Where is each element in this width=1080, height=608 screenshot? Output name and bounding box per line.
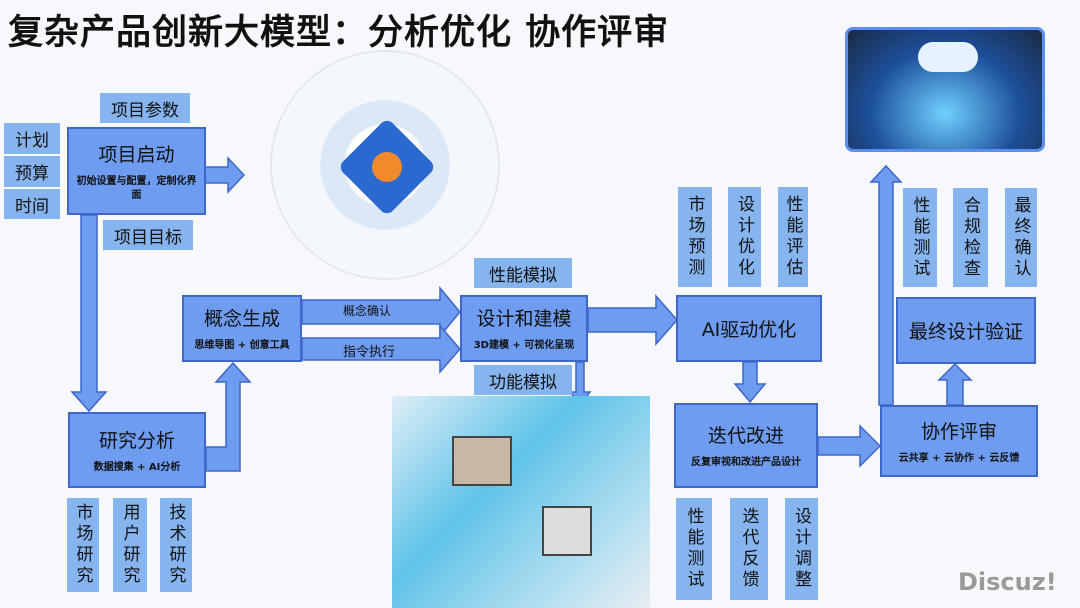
machine-icon [542,506,592,556]
label-performance-sim: 性能模拟 [474,258,572,288]
label-compliance-check: 合规检查 [953,188,988,287]
modeling-illustration-image [392,396,650,608]
node-title: 项目启动 [98,143,175,166]
cloud-icon [918,42,978,72]
arrow-start-to-research [70,214,108,413]
node-title: 最终设计验证 [908,321,1023,343]
label-concept-confirm: 概念确认 [343,304,392,318]
cloud-meeting-image [845,27,1045,152]
label-plan: 计划 [4,123,60,154]
node-research-analysis: 研究分析 数据搜集 + AI分析 [68,412,206,488]
arrow-review-to-top [869,164,903,406]
label-user-research: 用户研究 [113,498,147,592]
label-tech-research: 技术研究 [160,498,192,592]
label-market-research: 市场研究 [67,498,99,592]
label-project-goals: 项目目标 [103,220,193,250]
arrow-ai-to-iterate [733,361,767,404]
3d-model-icon [452,436,512,486]
node-title: 协作评审 [920,420,997,443]
arrow-research-to-concept [205,361,252,472]
node-design-modeling: 设计和建模 3D建模 + 可视化呈现 [460,295,588,362]
node-ai-optimization: AI驱动优化 [676,295,822,362]
node-title: AI驱动优化 [701,319,797,341]
label-performance-eval: 性能评估 [778,187,808,287]
arrow-review-to-final [937,362,973,406]
label-function-sim: 功能模拟 [474,365,572,395]
node-subtitle: 反复审视和改进产品设计 [691,457,801,468]
label-design-adjust: 设计调整 [785,498,818,600]
label-design-optimize: 设计优化 [728,187,761,287]
arrow-start-to-image [204,156,246,194]
node-title: 迭代改进 [707,425,784,447]
node-project-start: 项目启动 初始设置与配置，定制化界面 [67,127,206,215]
label-time: 时间 [4,189,60,219]
label-iteration-feedback: 迭代反馈 [730,498,768,600]
label-project-params: 项目参数 [100,93,190,123]
node-concept-generation: 概念生成 思维导图 + 创意工具 [182,295,302,362]
node-subtitle: 3D建模 + 可视化呈现 [473,340,575,351]
gear-icon [372,152,402,182]
node-collab-review: 协作评审 云共享 + 云协作 + 云反馈 [880,405,1038,477]
node-subtitle: 初始设置与配置，定制化界面 [76,175,197,201]
node-final-validation: 最终设计验证 [896,297,1036,364]
arrow-iterate-to-review [817,424,882,468]
node-iterative-improvement: 迭代改进 反复审视和改进产品设计 [674,403,818,488]
arrow-design-to-ai [587,294,678,346]
label-command-exec: 指令执行 [343,345,396,360]
label-market-forecast: 市场预测 [678,187,712,287]
watermark: Discuz! [958,568,1057,596]
label-performance-test: 性能测试 [676,498,712,600]
label-final-confirm: 最终确认 [1005,188,1037,287]
page-title: 复杂产品创新大模型：分析优化 协作评审 [8,13,670,53]
node-title: 研究分析 [98,429,175,452]
node-subtitle: 云共享 + 云协作 + 云反馈 [898,452,1020,464]
arrow-concept-confirm [301,285,461,339]
arrow-cmd-exec [301,323,461,375]
node-title: 设计和建模 [476,308,572,330]
node-title: 概念生成 [203,308,280,330]
node-subtitle: 思维导图 + 创意工具 [194,340,290,351]
concept-illustration-image [270,50,500,280]
label-budget: 预算 [4,156,60,187]
label-final-perf-test: 性能测试 [903,188,937,287]
node-subtitle: 数据搜集 + AI分析 [93,461,181,473]
